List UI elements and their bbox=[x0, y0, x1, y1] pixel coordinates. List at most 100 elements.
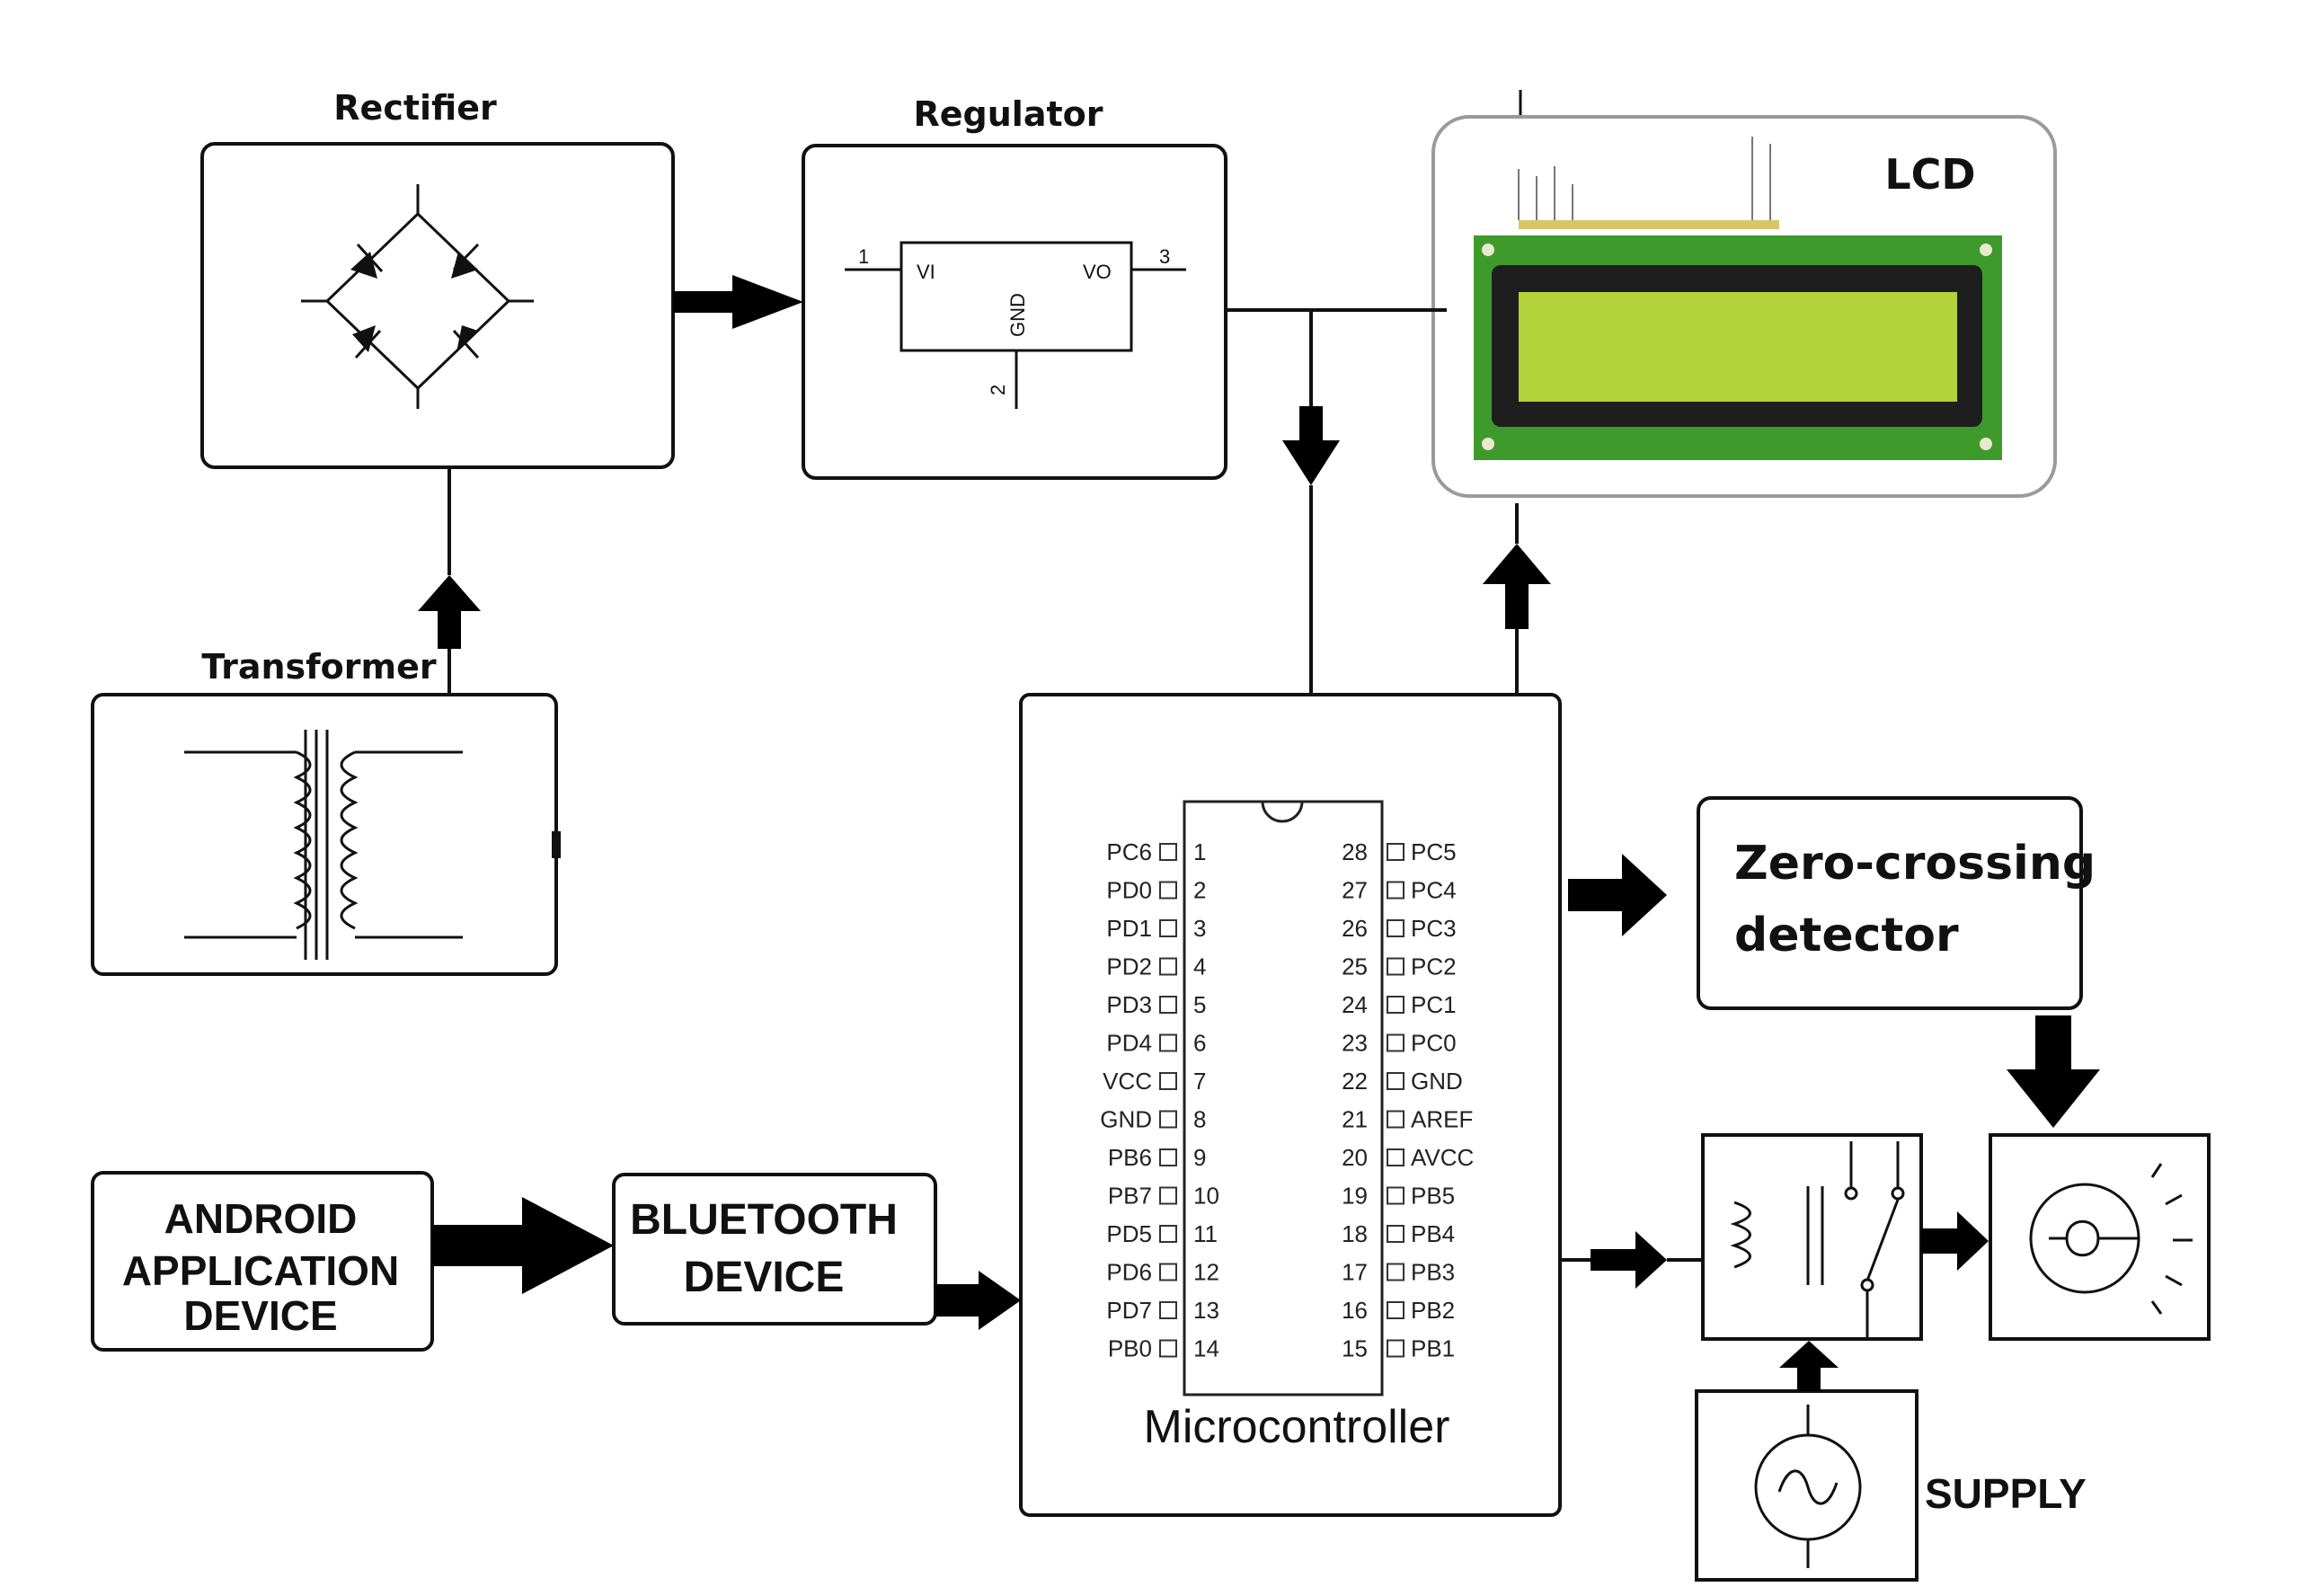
bluetooth-label-line2: DEVICE bbox=[684, 1254, 845, 1301]
mcu-pin-pad bbox=[1159, 843, 1177, 861]
regulator-pin-2: 2 bbox=[987, 385, 1009, 395]
mcu-pin-pad bbox=[1159, 1033, 1177, 1052]
regulator-vo-pin: VO bbox=[1083, 261, 1112, 283]
mcu-pin-number: 7 bbox=[1193, 1068, 1206, 1095]
zero-crossing-block: Zero-crossing detector bbox=[1697, 796, 2096, 1010]
mcu-pin-pad bbox=[1159, 1225, 1177, 1243]
mcu-pin-name: PC0 bbox=[1411, 1030, 1457, 1057]
mcu-pin-number: 24 bbox=[1342, 991, 1368, 1018]
mcu-pin-name: GND bbox=[1100, 1106, 1152, 1133]
mcu-pin-name: PD6 bbox=[1106, 1259, 1152, 1286]
mcu-pin-pad bbox=[1159, 1186, 1177, 1205]
mcu-pin-number: 27 bbox=[1342, 877, 1368, 904]
mcu-pin-pad bbox=[1159, 957, 1177, 976]
mcu-pin-left-6: PD4 6 bbox=[1106, 1030, 1206, 1057]
mcu-pin-right-16: 16 PB2 bbox=[1342, 1297, 1455, 1324]
mcu-pin-pad bbox=[1387, 1339, 1405, 1358]
mcu-pin-name: PD7 bbox=[1106, 1297, 1152, 1324]
mcu-pin-pad bbox=[1387, 1263, 1405, 1281]
mcu-pin-number: 6 bbox=[1193, 1030, 1206, 1057]
mcu-pin-name: PB3 bbox=[1411, 1259, 1455, 1286]
android-label-line3: DEVICE bbox=[183, 1292, 337, 1339]
mcu-pin-pad bbox=[1159, 1148, 1177, 1166]
mcu-pin-number: 16 bbox=[1342, 1297, 1368, 1324]
android-block: ANDROID APPLICATION DEVICE bbox=[91, 1171, 434, 1352]
relay-icon bbox=[1730, 1141, 1905, 1337]
mcu-pin-name: PC4 bbox=[1411, 877, 1457, 904]
android-label-line1: ANDROID bbox=[164, 1195, 358, 1242]
mcu-pin-number: 28 bbox=[1342, 838, 1368, 865]
mcu-pin-number: 18 bbox=[1342, 1220, 1368, 1247]
arrow-relay-to-bulb bbox=[1921, 1211, 1989, 1271]
bluetooth-block: BLUETOOTH DEVICE bbox=[612, 1173, 937, 1326]
mcu-pin-right-27: 27 PC4 bbox=[1342, 877, 1457, 904]
mcu-pin-name: PD5 bbox=[1106, 1220, 1152, 1247]
lcd-block: LCD bbox=[1431, 90, 2057, 498]
mcu-pin-name: PD4 bbox=[1106, 1030, 1152, 1057]
arrow-bluetooth-to-mcu bbox=[935, 1271, 1021, 1330]
regulator-pin-1: 1 bbox=[858, 245, 869, 268]
transformer-coil-icon bbox=[184, 730, 463, 960]
mcu-pin-pad bbox=[1387, 1110, 1405, 1129]
mcu-pin-left-1: PC6 1 bbox=[1106, 838, 1206, 865]
mcu-pin-name: PB6 bbox=[1108, 1144, 1152, 1171]
mcu-pin-number: 17 bbox=[1342, 1259, 1368, 1286]
mcu-pin-right-25: 25 PC2 bbox=[1342, 953, 1457, 980]
mcu-pin-pad bbox=[1387, 1186, 1405, 1205]
mcu-pin-pad bbox=[1159, 919, 1177, 937]
mcu-pin-right-28: 28 PC5 bbox=[1342, 838, 1457, 865]
mcu-pin-pad bbox=[1387, 881, 1405, 900]
regulator-vi-pin: VI bbox=[917, 261, 935, 283]
mcu-pin-name: PC2 bbox=[1411, 953, 1457, 980]
mcu-pin-number: 1 bbox=[1193, 838, 1206, 865]
mcu-pin-name: PC5 bbox=[1411, 838, 1457, 865]
supply-block: SUPPLY bbox=[1695, 1389, 2087, 1582]
mcu-pin-pad bbox=[1387, 1033, 1405, 1052]
mcu-pin-number: 3 bbox=[1193, 915, 1206, 942]
mcu-chip-icon bbox=[1183, 800, 1384, 1396]
wire-regulator-to-lcd bbox=[1226, 308, 1447, 695]
mcu-pin-name: PC6 bbox=[1106, 838, 1152, 865]
ac-source-icon bbox=[1754, 1405, 1862, 1568]
zero-crossing-label-line2: detector bbox=[1734, 909, 1959, 962]
mcu-pin-name: PB0 bbox=[1108, 1335, 1152, 1362]
lcd-label: LCD bbox=[1884, 150, 1975, 199]
transformer-block: Transformer bbox=[91, 647, 561, 976]
mcu-pin-number: 10 bbox=[1193, 1183, 1219, 1210]
bridge-rectifier-icon bbox=[301, 184, 534, 409]
mcu-pin-pad bbox=[1159, 1301, 1177, 1319]
arrow-rectifier-to-regulator bbox=[673, 275, 803, 329]
mcu-pin-name: PD3 bbox=[1106, 991, 1152, 1018]
mcu-pin-pad bbox=[1387, 1072, 1405, 1090]
regulator-block: Regulator VI VO GND 1 2 3 bbox=[802, 94, 1227, 480]
mcu-pin-name: PB2 bbox=[1411, 1297, 1455, 1324]
mcu-pin-pad bbox=[1387, 919, 1405, 937]
regulator-chip-icon: VI VO GND 1 2 3 bbox=[845, 241, 1186, 409]
arrow-mcu-to-relay bbox=[1560, 1231, 1703, 1289]
mcu-pin-left-5: PD3 5 bbox=[1106, 991, 1206, 1018]
bluetooth-label-line1: BLUETOOTH bbox=[630, 1196, 898, 1244]
rectifier-block: Rectifier bbox=[200, 88, 675, 469]
transformer-label: Transformer bbox=[201, 647, 437, 687]
arrow-supply-to-relay bbox=[1779, 1341, 1839, 1391]
mcu-pin-number: 15 bbox=[1342, 1335, 1368, 1362]
arrow-mcu-to-lcd bbox=[1483, 503, 1551, 695]
mcu-pin-number: 5 bbox=[1193, 991, 1206, 1018]
connections bbox=[418, 275, 2100, 1391]
mcu-pin-number: 25 bbox=[1342, 953, 1368, 980]
mcu-pin-number: 11 bbox=[1193, 1220, 1218, 1247]
